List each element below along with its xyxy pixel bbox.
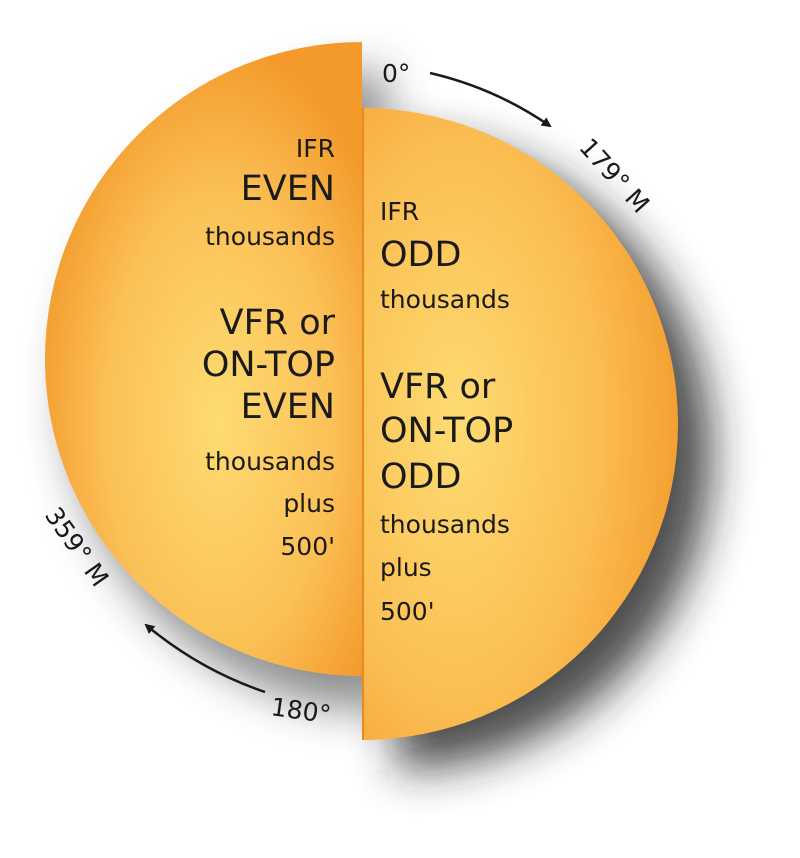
west-ifr-label: IFR <box>296 134 335 163</box>
clockwise-arrow-east-icon <box>429 71 552 128</box>
heading-0-label: 0° <box>382 59 410 88</box>
west-vfr-unit: thousands <box>205 447 335 476</box>
east-ifr-label: IFR <box>380 197 419 226</box>
west-ifr-unit: thousands <box>205 222 335 251</box>
east-vfr-line2: ON-TOP <box>380 411 513 451</box>
west-ifr-parity: EVEN <box>241 169 335 209</box>
west-vfr-parity: EVEN <box>241 387 335 427</box>
west-vfr-offset: 500' <box>280 532 335 561</box>
east-vfr-plus: plus <box>380 553 432 582</box>
east-vfr-line1: VFR or <box>380 367 496 407</box>
east-ifr-parity: ODD <box>380 235 461 275</box>
west-rules: IFR EVEN thousands VFR or ON-TOP EVEN th… <box>202 134 336 561</box>
east-vfr-unit: thousands <box>380 510 510 539</box>
west-vfr-plus: plus <box>283 489 335 518</box>
east-half-disc <box>362 108 678 740</box>
east-ifr-unit: thousands <box>380 285 510 314</box>
west-vfr-line2: ON-TOP <box>202 345 335 385</box>
west-half-disc <box>45 42 362 676</box>
clockwise-arrow-west-icon <box>144 623 266 694</box>
east-vfr-parity: ODD <box>380 457 461 497</box>
west-vfr-line1: VFR or <box>220 303 336 343</box>
east-vfr-offset: 500' <box>380 597 435 626</box>
east-rules: IFR ODD thousands VFR or ON-TOP ODD thou… <box>380 197 513 626</box>
